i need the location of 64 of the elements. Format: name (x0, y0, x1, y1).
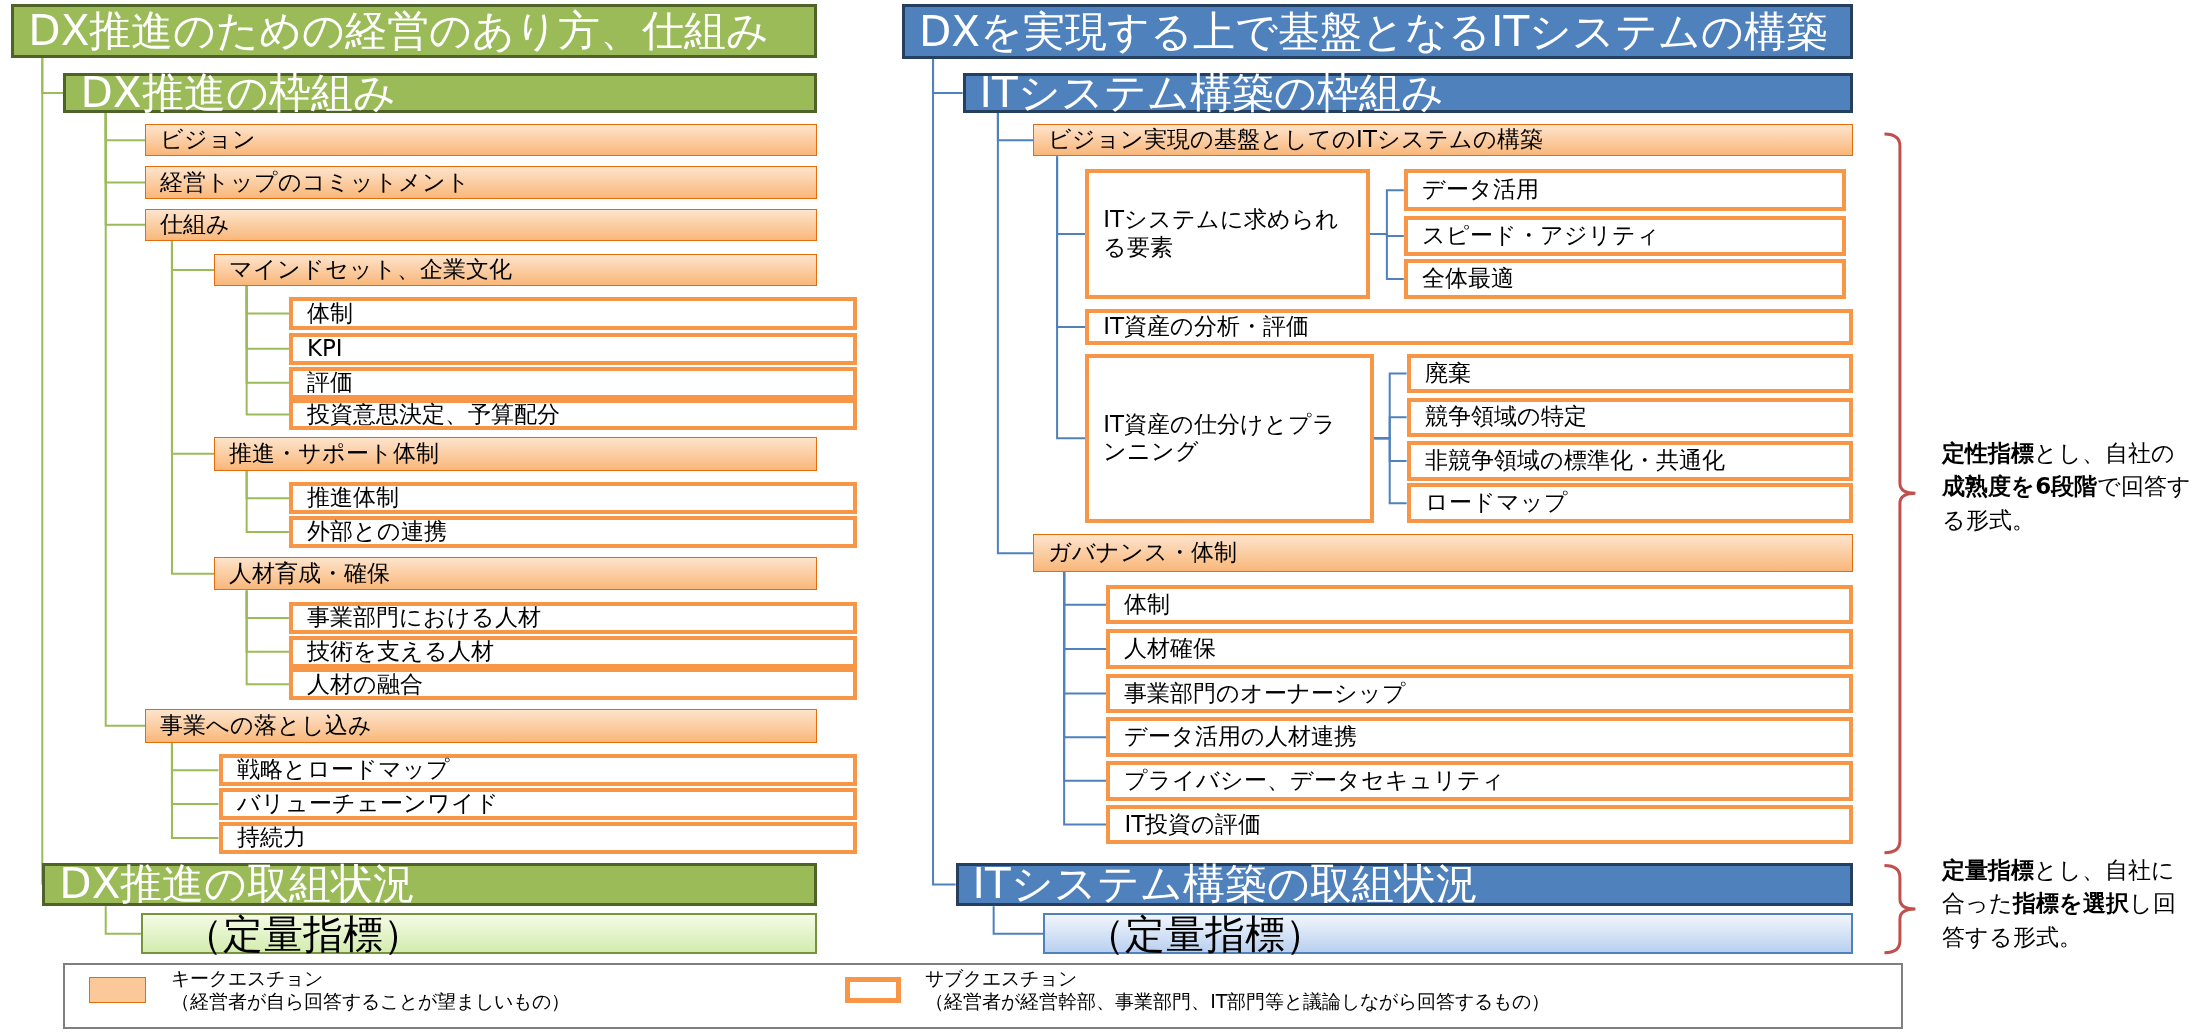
sub-question-box: 戦略とロードマップ (218, 754, 857, 787)
indicator-box: （定量指標） (140, 913, 818, 955)
tree-line (245, 589, 290, 686)
sub-question-box: 人材確保 (1106, 628, 1854, 670)
tree-line (1063, 571, 1108, 826)
heading-bar: DXを実現する上で基盤となるITシステムの構築 (902, 4, 1854, 60)
sub-question-box: データ活用の人材連携 (1106, 717, 1854, 757)
key-question-box: 事業への落とし込み (145, 708, 818, 743)
tree-line (932, 58, 957, 886)
tree-line (996, 111, 1035, 555)
legend-text: キークエスチョン（経営者が自ら回答することが望ましいもの） (171, 966, 572, 1015)
key-question-box: ビジョン実現の基盤としてのITシステムの構築 (1033, 124, 1854, 157)
sub-question-box: IT資産の仕分けとプランニング (1085, 353, 1375, 523)
sub-question-box: バリューチェーンワイド (218, 787, 857, 821)
sub-question-box: プライバシー、データセキュリティ (1106, 761, 1854, 801)
sub-question-box: 持続力 (218, 821, 857, 855)
tree-line (245, 285, 290, 416)
sub-question-box: 非競争領域の標準化・共通化 (1406, 441, 1854, 481)
note-text: 定量指標とし、自社に合った指標を選択し回答する形式。 (1942, 856, 2178, 952)
sub-question-box: 評価 (288, 366, 857, 399)
sub-question-box: 事業部門のオーナーシップ (1106, 673, 1854, 714)
tree-line (104, 905, 142, 935)
indicator-box: （定量指標） (1043, 913, 1854, 955)
key-question-box: マインドセット、企業文化 (214, 253, 818, 287)
tree-line (170, 741, 220, 839)
sub-question-box: 推進体制 (288, 482, 857, 515)
tree-line (245, 469, 290, 534)
sub-question-box: 外部との連携 (288, 515, 857, 549)
heading-bar: DX推進のための経営のあり方、仕組み (11, 4, 818, 58)
tree-line (170, 240, 216, 575)
sub-question-box: 体制 (1106, 584, 1854, 625)
sub-question-box: データ活用 (1403, 169, 1847, 212)
sub-question-box: ロードマップ (1406, 483, 1854, 523)
legend-text: サブクエスチョン（経営者が経営幹部、事業部門、IT部門等と議論しながら回答するもの） (925, 966, 1552, 1015)
heading-bar: DX推進の枠組み (63, 73, 818, 113)
key-question-box: 経営トップのコミットメント (145, 166, 818, 199)
key-question-box: ガバナンス・体制 (1033, 534, 1854, 573)
sub-question-box: IT資産の分析・評価 (1085, 308, 1854, 346)
sub-question-box: 廃棄 (1406, 353, 1854, 394)
sub-question-box: 人材の融合 (288, 668, 857, 701)
tree-line (104, 111, 147, 727)
sub-question-box: 全体最適 (1403, 259, 1847, 299)
sub-question-box: 体制 (288, 297, 857, 330)
heading-bar: ITシステム構築の取組状況 (955, 862, 1854, 907)
tree-line (992, 905, 1044, 935)
sub-question-box: 投資意思決定、予算配分 (288, 398, 857, 430)
tree-line (1368, 232, 1405, 281)
sub-question-box: ITシステムに求められる要素 (1085, 169, 1370, 299)
sub-question-box: 事業部門における人材 (288, 601, 857, 635)
sub-question-box: 技術を支える人材 (288, 635, 857, 669)
sub-question-box: スピード・アジリティ (1403, 215, 1847, 257)
heading-bar: DX推進の取組状況 (42, 862, 818, 907)
sub-question-box: IT投資の評価 (1106, 804, 1854, 845)
tree-line (1373, 437, 1408, 505)
note-text: 定性指標とし、自社の成熟度を6段階で回答する形式。 (1942, 438, 2193, 535)
key-question-box: ビジョン (145, 124, 818, 157)
tree-line (41, 56, 44, 886)
heading-bar: ITシステム構築の枠組み (962, 73, 1854, 113)
key-question-box: 人材育成・確保 (214, 556, 818, 591)
sub-question-box: 競争領域の特定 (1406, 397, 1854, 437)
key-question-box: 仕組み (145, 208, 818, 241)
tree-line (1056, 155, 1087, 440)
sub-question-box: KPI (288, 332, 857, 365)
key-question-box: 推進・サポート体制 (214, 436, 818, 471)
